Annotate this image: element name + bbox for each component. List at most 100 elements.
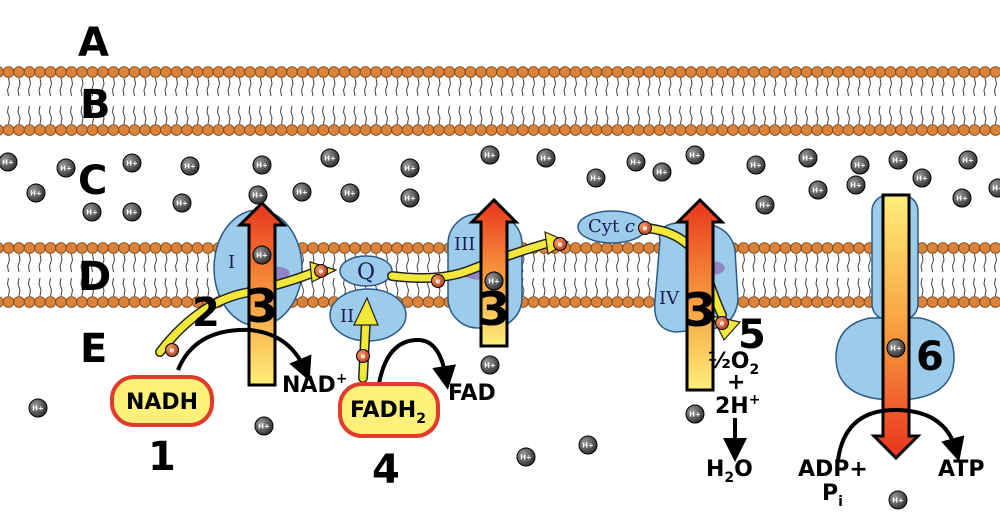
lipid-tail: [132, 105, 137, 125]
lipid-head: [2, 66, 15, 78]
plus-label: +: [727, 370, 745, 395]
lipid-head: [55, 296, 67, 308]
lipid-tail: [720, 77, 725, 97]
lipid-tail: [773, 277, 777, 297]
lipid-head: [254, 124, 267, 136]
lipid-tail: [542, 77, 546, 97]
lipid-tail: [815, 253, 819, 273]
lipid-head: [76, 242, 88, 254]
lipid-tail: [447, 77, 452, 97]
proton-pump-arrows: [236, 193, 922, 461]
proton: [292, 182, 312, 202]
proton: [0, 152, 18, 172]
lipid-tail: [794, 77, 798, 97]
lipid-tail: [836, 77, 840, 97]
electron: [431, 274, 445, 288]
lipid-tail: [615, 77, 620, 97]
lipid-head: [937, 242, 949, 254]
proton: [912, 168, 932, 188]
lipid-tail: [647, 105, 651, 125]
lipid-head: [76, 66, 88, 78]
lipid-head: [286, 124, 298, 136]
lipid-head: [380, 242, 393, 254]
lipid-head: [13, 296, 25, 308]
lipid-tail: [773, 77, 777, 97]
lipid-tail: [710, 77, 714, 97]
lipid-head: [86, 242, 99, 254]
lipid-tail: [983, 253, 987, 273]
lipid-tail: [510, 105, 515, 125]
step-6: 6: [916, 334, 944, 380]
lipid-head: [779, 242, 792, 254]
lipid-head: [412, 66, 424, 78]
proton: [28, 398, 48, 418]
proton: [122, 153, 142, 173]
lipid-head: [349, 242, 361, 254]
lipid-head: [265, 66, 277, 78]
lipid-head: [622, 242, 634, 254]
proton-label: H+: [854, 162, 866, 170]
lipid-head: [958, 66, 970, 78]
lipid-tail: [752, 277, 756, 297]
lipid-head: [821, 66, 834, 78]
lipid-tail: [17, 277, 21, 297]
lipid-tail: [374, 105, 378, 125]
lipid-tail: [237, 77, 242, 97]
lipid-tail: [447, 105, 452, 125]
lipid-head: [517, 124, 529, 136]
lipid-tail: [248, 77, 252, 97]
lipid-head: [758, 66, 771, 78]
proton-label: H+: [540, 155, 552, 163]
lipid-tail: [69, 277, 74, 297]
lipid-head: [685, 66, 697, 78]
proton-label: H+: [750, 162, 762, 170]
lipid-head: [580, 296, 592, 308]
lipid-head: [874, 66, 886, 78]
lipid-tail: [930, 253, 935, 273]
lipid-head: [34, 296, 46, 308]
lipid-tail: [563, 105, 567, 125]
lipid-head: [937, 66, 949, 78]
lipid-head: [433, 66, 445, 78]
lipid-tail: [132, 77, 137, 97]
lipid-head: [559, 296, 571, 308]
lipid-tail: [783, 253, 788, 273]
lipid-head: [107, 66, 120, 78]
lipid-head: [65, 124, 78, 136]
lipid-head: [23, 66, 36, 78]
lipid-tail: [699, 77, 704, 97]
proton: [746, 155, 766, 175]
lipid-tail: [825, 277, 830, 297]
lipid-head: [695, 66, 708, 78]
lipid-tail: [878, 105, 882, 125]
lipid-head: [737, 242, 750, 254]
lipid-head: [811, 66, 823, 78]
lipid-tail: [300, 77, 305, 97]
proton: [798, 148, 818, 168]
lipid-head: [706, 124, 718, 136]
proton: [988, 178, 1000, 198]
lipid-tail: [384, 105, 389, 125]
lipid-head: [695, 124, 708, 136]
lipid-head: [937, 296, 949, 308]
lipid-tail: [920, 277, 924, 297]
lipid-head: [328, 66, 340, 78]
lipid-head: [118, 242, 130, 254]
step-4: 4: [372, 447, 400, 493]
lipid-tail: [6, 277, 11, 297]
lipid-head: [548, 66, 561, 78]
lipid-head: [422, 296, 435, 308]
lipid-tail: [132, 277, 137, 297]
proton: [122, 202, 142, 222]
lipid-head: [454, 124, 466, 136]
lipid-tail: [384, 77, 389, 97]
proton: [254, 416, 274, 436]
lipid-head: [254, 66, 267, 78]
lipid-head: [622, 296, 634, 308]
lipid-tail: [237, 105, 242, 125]
proton: [888, 490, 908, 510]
proton: [685, 145, 705, 165]
lipid-tail: [195, 277, 200, 297]
proton: [252, 245, 272, 265]
